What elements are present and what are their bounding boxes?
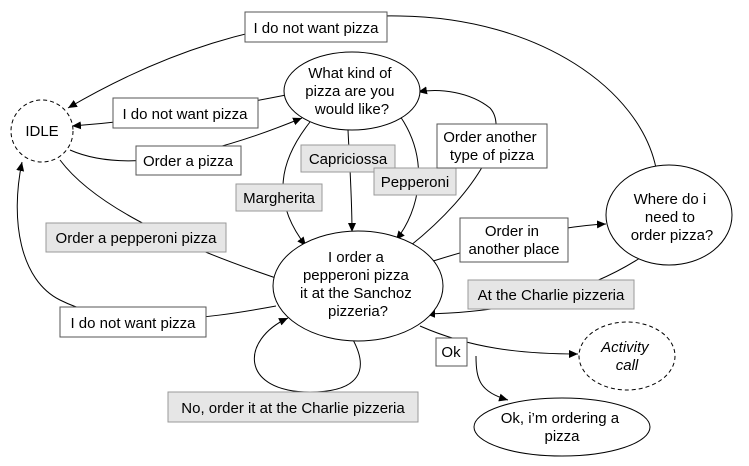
svg-text:I do not want pizza: I do not want pizza (253, 20, 379, 37)
order-line-2: pepperoni pizza (303, 267, 410, 284)
svg-text:Activity call: Activity call (600, 339, 653, 374)
edge-ok-to-activity (419, 325, 579, 358)
edge-where-to-idle-top (67, 15, 657, 169)
svg-text:Where do i need to: Where do i need to order pizza? (631, 191, 714, 244)
kind-line-1: What kind of (308, 65, 392, 82)
svg-text:Pepperoni: Pepperoni (381, 174, 449, 191)
label-order-another-place: Order in another place (459, 217, 569, 263)
order-line-4: pizzeria? (328, 303, 388, 320)
svg-text:Capriciossa: Capriciossa (309, 151, 388, 168)
where-line-3: order pizza? (631, 227, 714, 244)
state-kind-of-pizza: What kind of pizza are you would like? (283, 51, 421, 131)
svg-text:What kind of pizza are: What kind of pizza are you would like? (305, 65, 398, 118)
ordering-line-1: Ok, i’m ordering a (501, 410, 620, 427)
svg-text:Order a pepperoni pizza: Order a pepperoni pizza (56, 230, 218, 247)
svg-text:Order in another place: Order in another place (469, 223, 560, 258)
state-ordering: Ok, i’m ordering a pizza (473, 397, 651, 457)
edge-idle-to-order (59, 159, 289, 283)
edge-ok-to-ordering (475, 355, 509, 402)
label-order-a-pizza: Order a pizza (135, 145, 242, 176)
label-no-order-charlie: No, order it at the Charlie pizzeria (167, 391, 419, 423)
label-no-pizza-top: I do not want pizza (244, 11, 388, 43)
svg-text:At the Charlie pizzeria: At the Charlie pizzeria (478, 287, 625, 304)
label-order-another-type: Order another type of pizza (436, 123, 548, 169)
order-line-3: it at the Sanchoz (300, 285, 412, 302)
edge-order-to-kind (409, 86, 497, 247)
state-where-to-order: Where do i need to order pizza? (605, 164, 733, 266)
svg-text:IDLE: IDLE (25, 123, 58, 140)
order-line-1: I order a (328, 249, 385, 266)
label-no-pizza-bottom: I do not want pizza (59, 306, 207, 338)
label-ok: Ok (435, 337, 468, 367)
label-margherita: Margherita (235, 183, 323, 212)
label-order-pepperoni-pizza: Order a pepperoni pizza (45, 222, 227, 253)
state-idle: IDLE (10, 99, 74, 163)
svg-text:I order a pepperoni pizz: I order a pepperoni pizza it at the Sanc… (300, 249, 416, 320)
kind-line-2: pizza are you (305, 83, 394, 100)
idle-label: IDLE (25, 123, 58, 140)
activity-line-2: call (616, 357, 639, 374)
svg-text:I do not want pizza: I do not want pizza (122, 106, 248, 123)
svg-text:Order another type of pi: Order another type of pizza (443, 129, 541, 164)
where-line-1: Where do i (634, 191, 707, 208)
state-order-confirm: I order a pepperoni pizza it at the Sanc… (272, 230, 444, 342)
svg-text:Order a pizza: Order a pizza (143, 153, 234, 170)
kind-line-3: would like? (314, 101, 389, 118)
label-at-charlie: At the Charlie pizzeria (467, 279, 635, 310)
ordering-line-2: pizza (544, 428, 580, 445)
edge-order-to-idle (16, 161, 277, 321)
svg-text:No, order it at the Charlie pi: No, order it at the Charlie pizzeria (181, 400, 405, 417)
svg-text:Ok: Ok (441, 344, 461, 361)
label-pepperoni: Pepperoni (373, 167, 457, 196)
edge-capriciossa (347, 129, 356, 233)
where-line-2: need to (645, 209, 695, 226)
svg-text:Ok, i’m ordering a pizza: Ok, i’m ordering a pizza (501, 410, 624, 445)
svg-text:Margherita: Margherita (243, 190, 315, 207)
svg-text:I do not want pizza: I do not want pizza (70, 315, 196, 332)
edge-margherita (282, 121, 311, 247)
label-no-pizza-mid: I do not want pizza (112, 97, 259, 129)
state-activity-call: Activity call (578, 321, 676, 391)
activity-line-1: Activity (600, 339, 650, 356)
